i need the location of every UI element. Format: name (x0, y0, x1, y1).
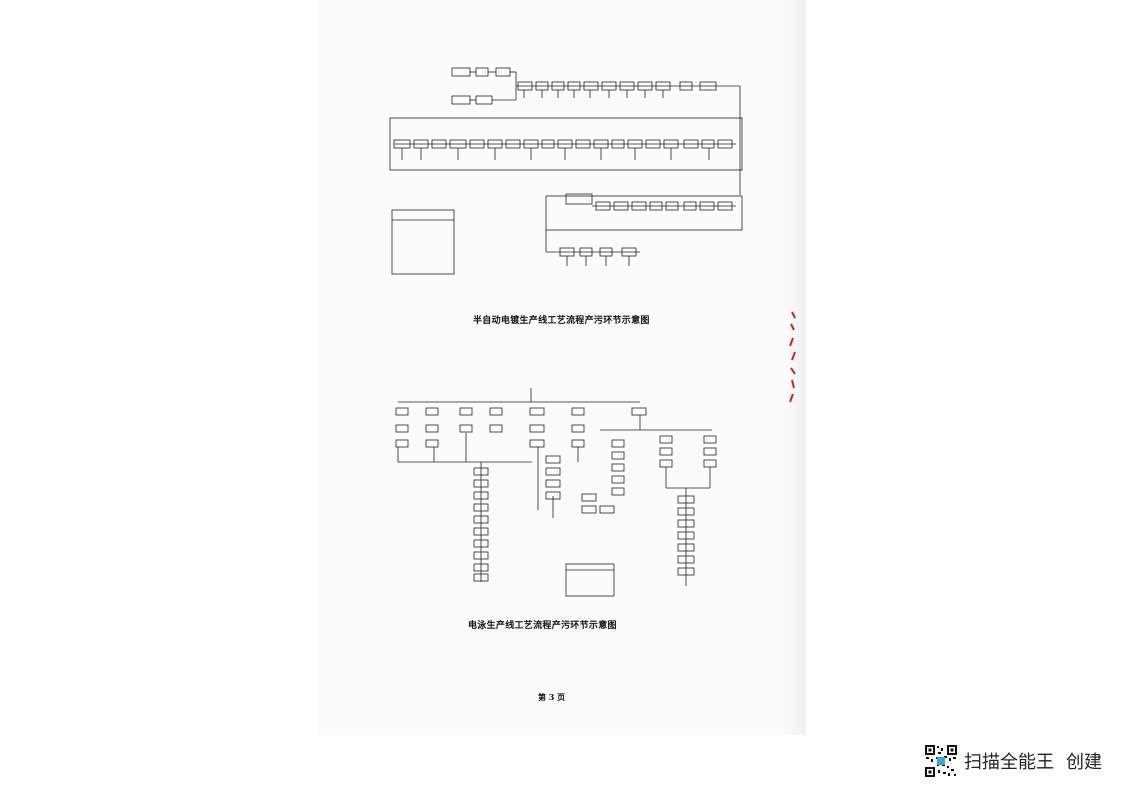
camscanner-watermark: 扫描全能王 创建 (924, 744, 1102, 778)
figure1-caption: 半自动电镀生产线工艺流程产污环节示意图 (473, 316, 650, 326)
figure2-caption: 电泳生产线工艺流程产污环节示意图 (468, 621, 617, 631)
page-number: 第 3 页 (538, 692, 566, 702)
scanned-page (318, 0, 805, 735)
page-edge-shadow (786, 0, 806, 735)
red-stamp-mark (789, 311, 796, 403)
qr-code-icon (924, 744, 958, 778)
watermark-action: 创建 (1066, 752, 1102, 773)
watermark-app-name: 扫描全能王 (964, 752, 1054, 773)
